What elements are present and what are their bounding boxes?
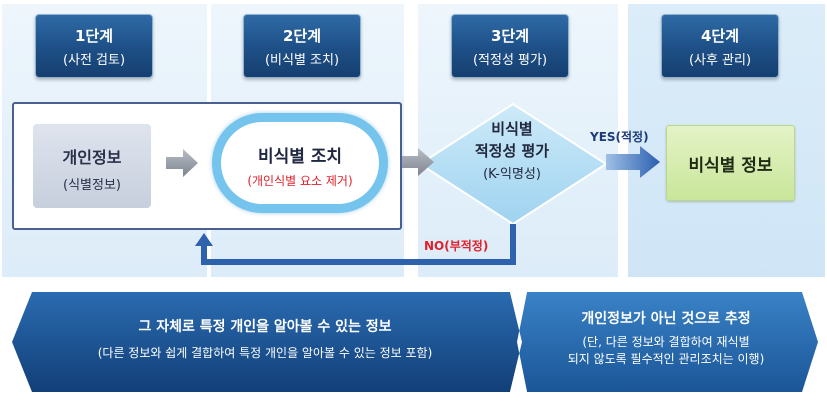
stage-step: 2단계 — [282, 27, 322, 45]
arrow-up-icon — [195, 233, 213, 246]
no-feedback-arrow — [201, 224, 516, 265]
banner-left-title: 그 자체로 특정 개인을 알아볼 수 있는 정보 — [138, 319, 392, 335]
stage-step: 4단계 — [700, 27, 740, 45]
arrow-right-icon — [166, 149, 198, 177]
stage-header-3: 3단계 (적정성 평가) — [451, 14, 569, 78]
stage-name: (비식별 조치) — [264, 53, 340, 68]
banner-left-text: 그 자체로 특정 개인을 알아볼 수 있는 정보 (다른 정보와 쉽게 결합하여… — [30, 316, 500, 361]
yes-label: YES(적정) — [590, 130, 649, 144]
stage-name: (적정성 평가) — [472, 53, 548, 68]
banner-left-sub: (다른 정보와 쉽게 결합하여 특정 개인을 알아볼 수 있는 정보 포함) — [97, 346, 433, 360]
assessment-label: 비식별 적정성 평가 (K-익명성) — [450, 118, 574, 182]
stage-name: (사전 검토) — [62, 53, 126, 68]
stage-header-2: 2단계 (비식별 조치) — [243, 14, 361, 78]
personal-info-title: 개인정보 — [62, 148, 122, 167]
deidentification-title: 비식별 조치 — [257, 147, 343, 167]
stage-step: 3단계 — [490, 27, 530, 45]
arrow-right-icon — [402, 148, 434, 176]
stage-header-1: 1단계 (사전 검토) — [35, 14, 153, 78]
banner-right — [517, 292, 818, 392]
banner-right-sub-line1: (단, 다른 정보와 결합하여 재식별 — [582, 335, 750, 349]
banner-left — [12, 292, 522, 392]
banner-divider — [510, 292, 527, 392]
stage-name: (사후 관리) — [688, 53, 752, 68]
assessment-line3: (K-익명성) — [483, 167, 541, 182]
deidentification-oval: 비식별 조치 (개인식별 요소 제거) — [212, 113, 388, 213]
assessment-line1: 비식별 — [491, 120, 533, 138]
personal-info-box: 개인정보 (식별정보) — [33, 124, 151, 208]
banner-right-text: 개인정보가 아닌 것으로 추정 (단, 다른 정보와 결합하여 재식별 되지 않… — [522, 308, 810, 368]
yes-arrow-icon — [606, 146, 660, 178]
banner-right-sub: (단, 다른 정보와 결합하여 재식별 되지 않도록 필수적인 관리조치는 이행… — [522, 334, 810, 368]
personal-info-sub: (식별정보) — [63, 178, 121, 193]
deidentification-sub: (개인식별 요소 제거) — [247, 174, 353, 188]
banner-right-title: 개인정보가 아닌 것으로 추정 — [581, 311, 751, 327]
banner-right-sub-line2: 되지 않도록 필수적인 관리조치는 이행) — [567, 352, 765, 366]
deidentified-info-box: 비식별 정보 — [666, 125, 795, 201]
result-title: 비식별 정보 — [688, 156, 773, 176]
assessment-line2: 적정성 평가 — [474, 142, 550, 160]
stage-header-4: 4단계 (사후 관리) — [661, 14, 779, 78]
stage-step: 1단계 — [74, 27, 114, 45]
no-label: NO(부적정) — [424, 239, 489, 253]
